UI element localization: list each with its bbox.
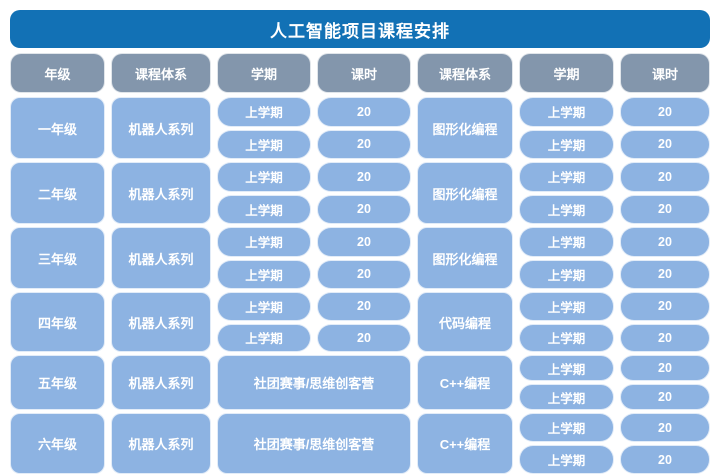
semester-pill: 上学期	[217, 323, 311, 352]
hours-pill: 20	[620, 259, 710, 289]
grade-cell: 三年级	[10, 227, 105, 289]
course-system-cell: 机器人系列	[111, 162, 211, 224]
hours-pill: 20	[620, 445, 710, 474]
hours-pill: 20	[317, 129, 411, 159]
semester-pill: 上学期	[217, 162, 311, 192]
course-system-cell: 机器人系列	[111, 227, 211, 289]
semester-pill: 上学期	[519, 259, 614, 289]
table-body: 一年级 机器人系列 上学期 上学期 20 20 图形化编程 上学期 上学期 20…	[10, 97, 710, 474]
course-system-cell: 代码编程	[417, 292, 513, 352]
hours-column: 20 20	[620, 97, 710, 159]
grade-cell: 六年级	[10, 413, 105, 474]
hours-pill: 20	[620, 97, 710, 127]
grade-cell: 一年级	[10, 97, 105, 159]
hours-column: 20 20	[620, 355, 710, 410]
course-system-cell: 机器人系列	[111, 413, 211, 474]
column-header-grade: 年级	[10, 53, 105, 93]
semester-column: 上学期 上学期	[519, 292, 614, 352]
semester-pill: 上学期	[519, 194, 614, 224]
column-header-semester-left: 学期	[217, 53, 311, 93]
course-system-cell: C++编程	[417, 355, 513, 410]
semester-pill: 上学期	[519, 355, 614, 381]
column-header-hours-right: 课时	[620, 53, 710, 93]
semester-pill: 上学期	[519, 129, 614, 159]
course-system-cell: 机器人系列	[111, 292, 211, 352]
column-header-course-system-left: 课程体系	[111, 53, 211, 93]
hours-pill: 20	[317, 162, 411, 192]
semester-column: 上学期 上学期	[519, 413, 614, 474]
semester-column: 上学期 上学期	[217, 227, 311, 289]
semester-pill: 上学期	[519, 323, 614, 352]
semester-pill: 上学期	[519, 413, 614, 442]
semester-pill: 上学期	[519, 445, 614, 474]
hours-pill: 20	[620, 227, 710, 257]
course-system-cell: C++编程	[417, 413, 513, 474]
grade-row-6: 六年级 机器人系列 社团赛事/思维创客营 C++编程 上学期 上学期 20 20	[10, 413, 710, 474]
hours-column: 20 20	[620, 162, 710, 224]
hours-pill: 20	[620, 292, 710, 321]
hours-column: 20 20	[317, 292, 411, 352]
hours-pill: 20	[620, 323, 710, 352]
semester-pill: 上学期	[217, 129, 311, 159]
hours-pill: 20	[317, 323, 411, 352]
grade-row-1: 一年级 机器人系列 上学期 上学期 20 20 图形化编程 上学期 上学期 20…	[10, 97, 710, 159]
course-system-cell: 图形化编程	[417, 162, 513, 224]
semester-pill: 上学期	[519, 227, 614, 257]
hours-pill: 20	[317, 259, 411, 289]
semester-pill: 上学期	[217, 194, 311, 224]
club-activity-cell: 社团赛事/思维创客营	[217, 413, 411, 474]
course-system-cell: 机器人系列	[111, 355, 211, 410]
hours-pill: 20	[620, 162, 710, 192]
hours-pill: 20	[620, 194, 710, 224]
table-title: 人工智能项目课程安排	[10, 10, 710, 48]
hours-pill: 20	[317, 292, 411, 321]
semester-pill: 上学期	[519, 97, 614, 127]
header-row: 年级 课程体系 学期 课时 课程体系 学期 课时	[10, 53, 710, 93]
semester-pill: 上学期	[217, 227, 311, 257]
hours-column: 20 20	[317, 162, 411, 224]
grade-cell: 四年级	[10, 292, 105, 352]
semester-column: 上学期 上学期	[217, 292, 311, 352]
semester-column: 上学期 上学期	[519, 227, 614, 289]
hours-pill: 20	[620, 129, 710, 159]
semester-column: 上学期 上学期	[519, 97, 614, 159]
semester-column: 上学期 上学期	[217, 97, 311, 159]
semester-pill: 上学期	[217, 292, 311, 321]
hours-pill: 20	[317, 194, 411, 224]
grade-row-3: 三年级 机器人系列 上学期 上学期 20 20 图形化编程 上学期 上学期 20…	[10, 227, 710, 289]
hours-pill: 20	[317, 97, 411, 127]
hours-column: 20 20	[620, 227, 710, 289]
semester-pill: 上学期	[217, 259, 311, 289]
grade-row-4: 四年级 机器人系列 上学期 上学期 20 20 代码编程 上学期 上学期 20 …	[10, 292, 710, 352]
semester-column: 上学期 上学期	[217, 162, 311, 224]
hours-pill: 20	[620, 413, 710, 442]
grade-row-5: 五年级 机器人系列 社团赛事/思维创客营 C++编程 上学期 上学期 20 20	[10, 355, 710, 410]
semester-pill: 上学期	[217, 97, 311, 127]
semester-pill: 上学期	[519, 384, 614, 410]
grade-cell: 五年级	[10, 355, 105, 410]
semester-pill: 上学期	[519, 162, 614, 192]
course-system-cell: 图形化编程	[417, 97, 513, 159]
hours-column: 20 20	[620, 413, 710, 474]
hours-column: 20 20	[317, 97, 411, 159]
column-header-hours-left: 课时	[317, 53, 411, 93]
semester-pill: 上学期	[519, 292, 614, 321]
club-activity-cell: 社团赛事/思维创客营	[217, 355, 411, 410]
column-header-semester-right: 学期	[519, 53, 614, 93]
semester-column: 上学期 上学期	[519, 162, 614, 224]
hours-column: 20 20	[317, 227, 411, 289]
course-system-cell: 图形化编程	[417, 227, 513, 289]
grade-row-2: 二年级 机器人系列 上学期 上学期 20 20 图形化编程 上学期 上学期 20…	[10, 162, 710, 224]
course-system-cell: 机器人系列	[111, 97, 211, 159]
column-header-course-system-right: 课程体系	[417, 53, 513, 93]
grade-cell: 二年级	[10, 162, 105, 224]
hours-column: 20 20	[620, 292, 710, 352]
semester-column: 上学期 上学期	[519, 355, 614, 410]
hours-pill: 20	[620, 355, 710, 381]
hours-pill: 20	[317, 227, 411, 257]
hours-pill: 20	[620, 384, 710, 410]
